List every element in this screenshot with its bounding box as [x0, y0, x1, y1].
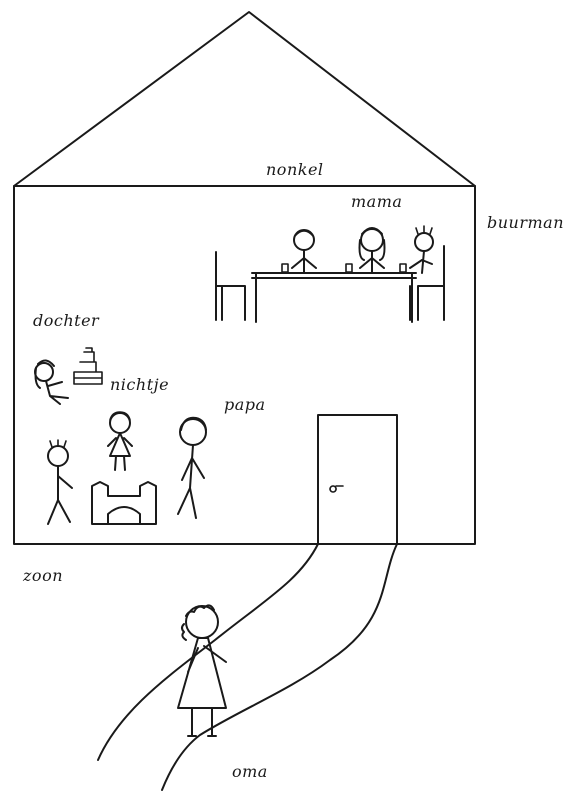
toy-castle [91, 481, 157, 525]
uncle-body [291, 249, 317, 274]
mama-hair [358, 227, 386, 261]
son-hair [49, 439, 67, 448]
grandma-curls [181, 604, 215, 641]
front-door [317, 414, 398, 545]
dad-body [177, 444, 205, 519]
left-chair [215, 251, 246, 321]
house-roof [13, 11, 476, 187]
niece-dress [107, 432, 133, 471]
grandma-dress [177, 637, 227, 737]
cup-1 [281, 263, 289, 273]
label-oma: oma [232, 762, 268, 781]
buurman-hair [415, 225, 433, 235]
son-body [47, 465, 73, 525]
dining-scene [215, 225, 445, 323]
buurman-head [414, 232, 434, 252]
son-figure [47, 439, 73, 525]
daughter-hair [34, 359, 55, 389]
right-chair [409, 245, 445, 321]
dad-figure [177, 416, 207, 519]
niece-figure [107, 411, 133, 471]
niece-head [109, 412, 131, 434]
toy-blocks [73, 347, 103, 385]
dining-table [251, 272, 417, 323]
label-zoon: zoon [23, 566, 63, 585]
label-papa: papa [224, 395, 266, 414]
path-left-edge [97, 543, 319, 761]
cup-2 [345, 263, 353, 273]
dad-hair [180, 416, 207, 431]
son-head [47, 445, 69, 467]
cup-3 [399, 263, 407, 273]
daughter-body [45, 380, 69, 405]
grandma-figure [177, 604, 227, 737]
label-buurman: buurman [487, 213, 565, 232]
house-wall [13, 185, 476, 545]
label-dochter: dochter [33, 311, 100, 330]
uncle-hair [294, 230, 314, 237]
door-knob [329, 485, 344, 493]
daughter-scene [34, 347, 103, 405]
label-nonkel: nonkel [266, 160, 324, 179]
mama-body [359, 250, 385, 274]
buurman-body [409, 250, 433, 274]
label-mama: mama [351, 192, 403, 211]
path-right-edge [161, 543, 398, 791]
niece-hair [109, 411, 131, 421]
daughter-head [34, 362, 54, 382]
label-nichtje: nichtje [110, 375, 170, 394]
